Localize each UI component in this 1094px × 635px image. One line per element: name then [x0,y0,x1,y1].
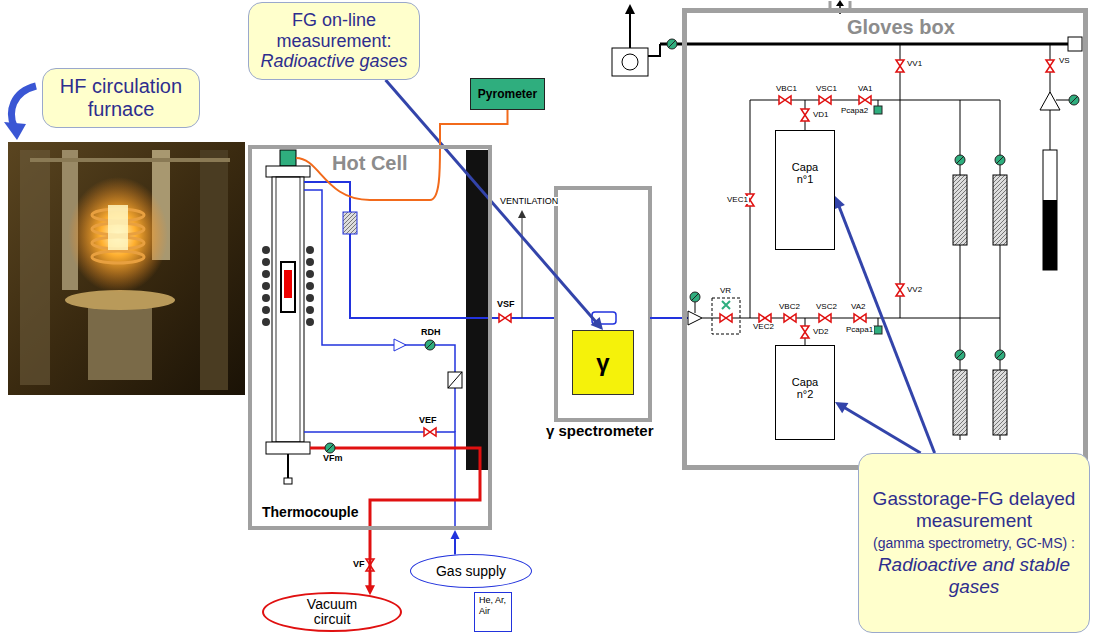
node-text: FG on-line measurement: [253,10,415,51]
part-label: RDH [420,328,442,337]
node-text: Capa n°2 [788,376,822,400]
arrow-head [591,317,603,330]
part-label: VBC2 [778,303,801,311]
arrow-head [835,402,848,413]
part-label: VFm [322,454,344,463]
node-text: Gasstorage-FG delayed measurement [863,488,1085,532]
node-text: Gloves box [847,17,1083,37]
node-text: Capa n°1 [788,161,822,185]
part-label: VA2 [850,303,867,311]
connector [451,530,460,555]
storage-capacity: Capa n°2 [775,345,835,440]
part-label: VS [1058,57,1071,65]
vacuum-circuit: Vacuum circuit [262,592,402,632]
part-label: VEF [418,416,438,425]
node-text: HF circulation furnace [47,75,195,121]
part-label: VA1 [857,85,874,93]
arrow-head [451,530,460,539]
node-text: Radioactive and stable gases [863,554,1085,598]
part-label: VEC2 [752,323,775,331]
connector [440,110,508,145]
part-label: VD2 [812,328,830,336]
node-text: Hot Cell [332,153,488,173]
part-label: VR [719,287,732,295]
part-label: VV2 [906,286,923,294]
part-label: VV1 [906,60,923,68]
arrow-head [834,196,845,209]
part-label: VD1 [812,111,830,119]
part-label: VSC2 [815,303,838,311]
node-text: Radioactive gases [260,51,407,72]
connector [835,402,921,453]
part-label: VSF [496,300,516,309]
part-label: VEC1 [726,196,749,204]
connector-line [440,110,508,145]
part-label: Pcapa2 [840,107,869,115]
storage-capacity: Capa n°1 [775,130,835,250]
node-text: He, Ar, Air [479,595,507,617]
pyrometer-box: Pyrometer [470,78,545,110]
gamma-detector: γ [572,330,634,395]
hot-cell: Hot Cell [248,145,492,530]
glove-box: Gloves boxCapa n°1Capa n°2 [682,8,1088,470]
part-label: Thermocouple [262,505,358,519]
gas-supply: Gas supply [410,554,532,588]
connector [834,196,935,453]
part-label: VBC1 [775,85,798,93]
part-label: γ spectrometer [546,423,654,438]
part-label: VSC1 [815,85,838,93]
connector-line [838,204,935,453]
node-text: Vacuum circuit [296,597,368,628]
callout-box: HF circulation furnace [42,68,200,128]
node-text: Pyrometer [478,87,537,101]
connector [386,80,603,330]
node-text: Gas supply [436,563,506,579]
gas-list: He, Ar, Air [474,592,512,632]
connector-line [842,406,920,453]
callout-box: FG on-line measurement:Radioactive gases [248,2,420,80]
connector [365,530,375,595]
connector-line [454,536,456,554]
callout-box: Gasstorage-FG delayed measurement (gamma … [858,453,1090,633]
node-text: γ [596,349,609,377]
part-label: VENTILATION [500,197,558,206]
connector-line [369,530,372,588]
part-label: VF [352,560,366,569]
part-label: Pcapa1 [845,326,874,334]
node-text: (gamma spectrometry, GC-MS) : [873,534,1075,552]
